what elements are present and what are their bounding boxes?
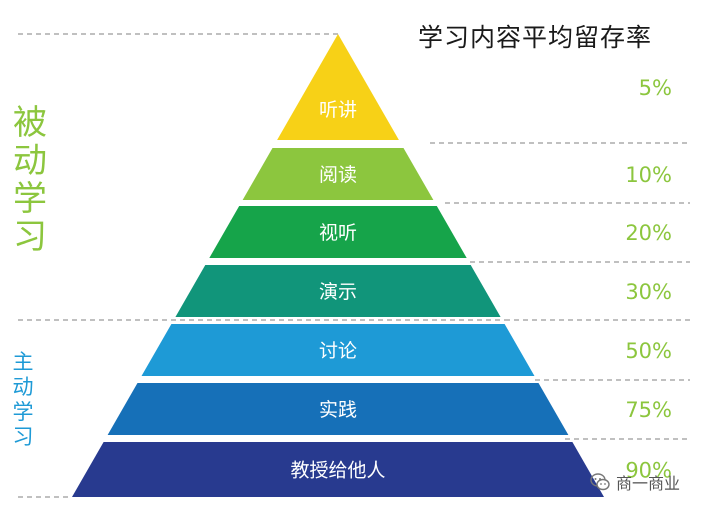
pyramid-layer (141, 324, 535, 376)
layer-label: 讨论 (319, 340, 357, 362)
passive-char: 动 (13, 141, 47, 181)
layer-label: 听讲 (319, 99, 357, 121)
layer-label: 阅读 (319, 164, 357, 186)
layer-label: 教授给他人 (290, 460, 385, 482)
active-char: 主 (12, 350, 34, 374)
passive-char: 被 (13, 103, 47, 143)
passive-learning-label: 被 动 学 习 (10, 104, 50, 256)
pyramid-layer (242, 148, 434, 200)
pyramid-layer (72, 442, 604, 497)
layer-label: 实践 (319, 399, 357, 421)
watermark: 商一商业 (590, 470, 680, 494)
retention-rate: 75% (625, 398, 672, 422)
active-char: 动 (12, 375, 34, 399)
retention-rate: 90% (625, 459, 672, 483)
active-learning-label: 主 动 学 习 (8, 350, 38, 450)
active-char: 习 (12, 425, 34, 449)
retention-rate: 50% (625, 339, 672, 363)
wechat-icon (590, 473, 610, 491)
pyramid-layer (277, 34, 399, 140)
retention-rate: 10% (625, 163, 672, 187)
pyramid-layer (209, 206, 467, 258)
retention-rate: 30% (625, 280, 672, 304)
retention-rate: 20% (625, 221, 672, 245)
passive-char: 学 (13, 179, 47, 219)
active-char: 学 (12, 400, 34, 424)
pyramid-layer (107, 383, 569, 435)
layer-label: 视听 (319, 222, 357, 244)
pyramid-layer (175, 265, 501, 317)
diagram-title: 学习内容平均留存率 (418, 23, 653, 52)
watermark-text: 商一商业 (616, 474, 681, 493)
retention-rate: 5% (639, 76, 672, 100)
layer-label: 演示 (319, 281, 357, 303)
passive-char: 习 (13, 217, 47, 257)
